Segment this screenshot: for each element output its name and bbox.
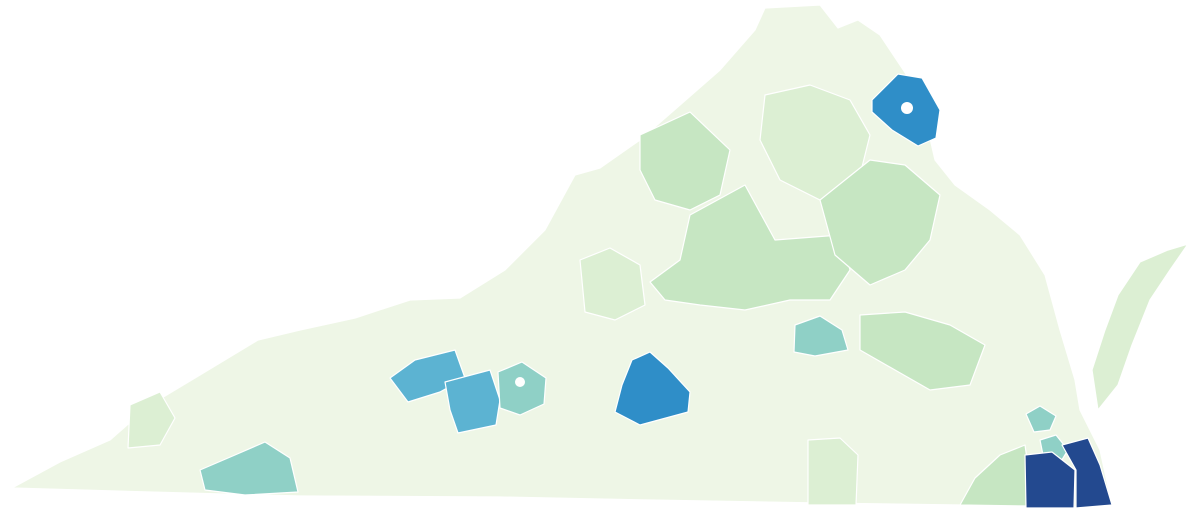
- region-shenandoah-county: [639, 111, 731, 211]
- region-southeast-city-east: [1061, 437, 1113, 509]
- region-northern-piedmont-county: [819, 159, 941, 286]
- region-hampton-roads-city-north: [1025, 405, 1057, 433]
- region-southwest-tail-county: [127, 391, 176, 449]
- region-blue-ridge-county: [579, 247, 646, 321]
- region-state-base: [11, 4, 1113, 508]
- region-richmond-area-county: [793, 315, 849, 357]
- region-southeast-city-west: [1024, 451, 1076, 509]
- region-southwest-county: [199, 441, 299, 496]
- region-roanoke-area-county-east: [444, 369, 501, 434]
- region-south-central-county: [807, 437, 859, 506]
- region-lynchburg-area-county: [497, 361, 547, 416]
- region-central-virginia-county: [614, 351, 691, 426]
- region-piedmont-county: [649, 184, 851, 311]
- region-eastern-shore-county: [1091, 243, 1189, 411]
- region-tidewater-county: [859, 311, 986, 391]
